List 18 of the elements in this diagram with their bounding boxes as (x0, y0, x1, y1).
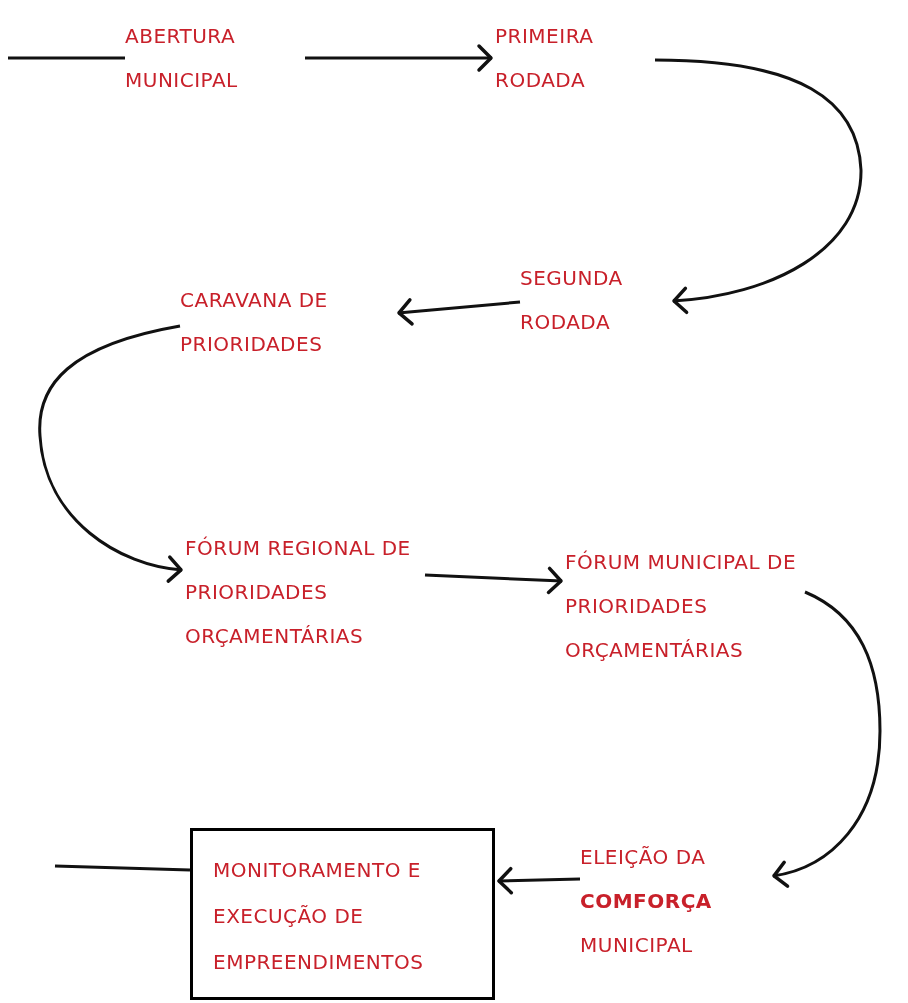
process-box (190, 828, 495, 1000)
stage-label: CARAVANA DE PRIORIDADES (180, 287, 329, 358)
line (8, 56, 125, 60)
stage-label: ABERTURA MUNICIPAL (125, 23, 239, 94)
stage-label: SEGUNDA RODADA (520, 265, 624, 336)
box-text: MONITORAMENTO E EXECUÇÃO DE EMPREENDIMENTOS (213, 857, 425, 976)
arrow (424, 566, 563, 595)
line (54, 864, 191, 872)
arrow (38, 324, 183, 583)
arrow (305, 44, 493, 72)
stage-label: FÓRUM MUNICIPAL DE PRIORIDADES ORÇAMENTÁRIAS (565, 549, 797, 664)
stage-label: PRIMEIRA RODADA (495, 23, 595, 94)
arrow (397, 298, 521, 326)
stage-label: ELEIÇÃO DA COMFORÇA MUNICIPAL (580, 844, 713, 959)
arrow (497, 866, 581, 895)
arrow (772, 590, 882, 887)
stage-label: FÓRUM REGIONAL DE PRIORIDADES ORÇAMENTÁRIAS (185, 535, 412, 650)
arrow (654, 58, 863, 314)
